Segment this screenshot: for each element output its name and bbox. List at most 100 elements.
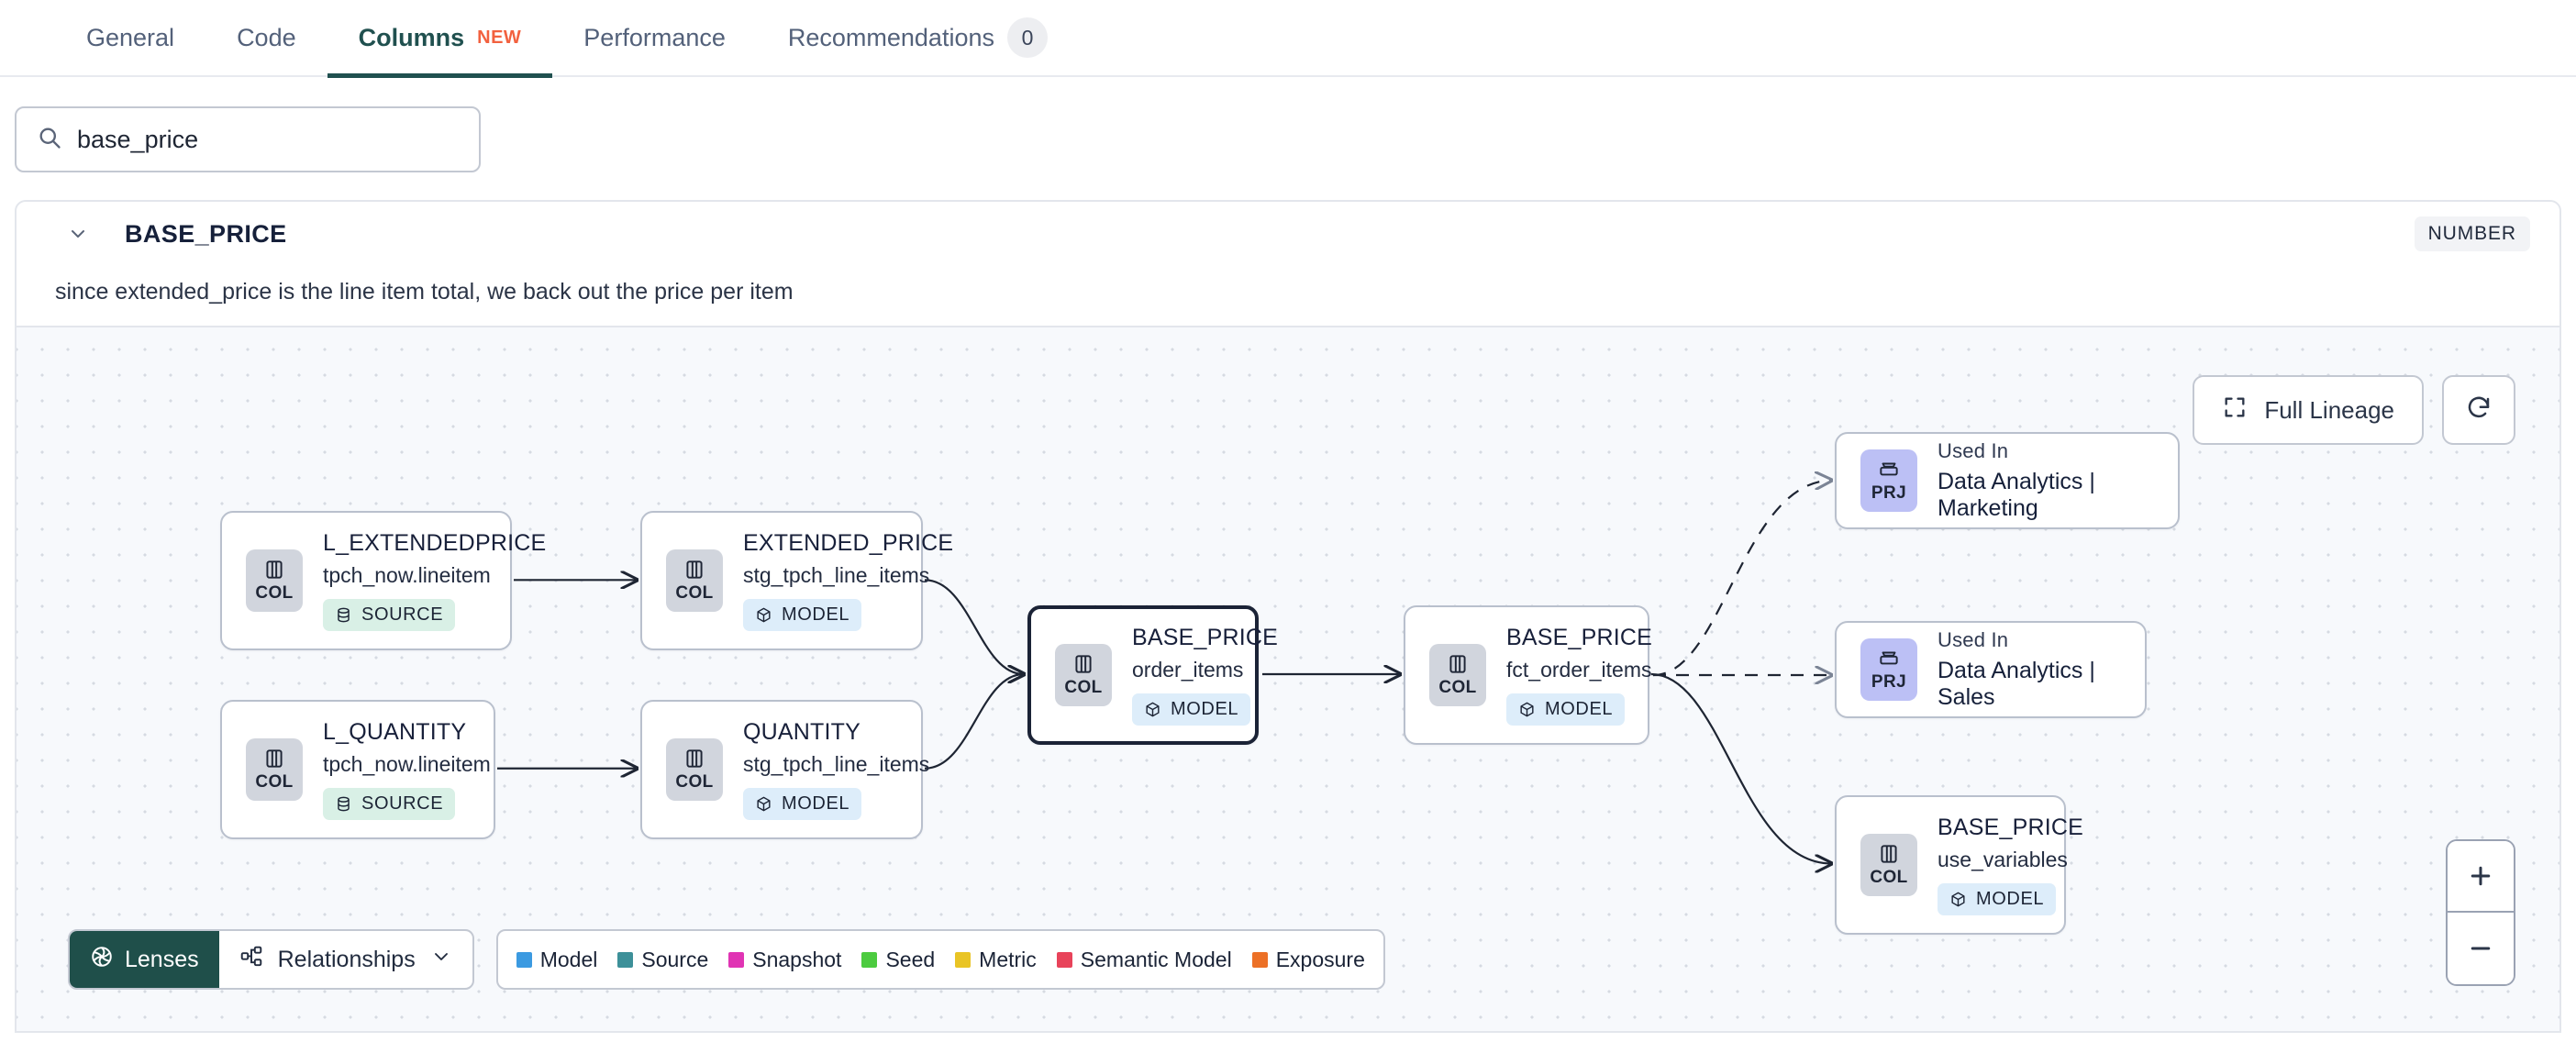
badge-label: COL xyxy=(675,583,714,603)
node-tag-label: SOURCE xyxy=(361,793,444,814)
legend-label: Seed xyxy=(885,947,936,971)
legend-label: Snapshot xyxy=(752,947,842,971)
aperture-icon xyxy=(90,945,114,975)
lineage-node[interactable]: COL QUANTITY stg_tpch_line_items MODEL xyxy=(640,700,929,839)
prj-badge: PRJ xyxy=(1860,638,1917,701)
prj-badge: PRJ xyxy=(1860,449,1917,512)
column-description: since extended_price is the line item to… xyxy=(55,279,794,305)
full-lineage-button[interactable]: Full Lineage xyxy=(2193,375,2424,445)
node-tag-label: MODEL xyxy=(782,604,850,625)
col-badge: COL xyxy=(1055,644,1112,706)
lineage-node-project[interactable]: PRJ Used In Data Analytics | Marketing xyxy=(1835,432,2180,529)
legend-swatch xyxy=(516,951,532,968)
node-subtitle: tpch_now.lineitem xyxy=(323,563,491,587)
node-subtitle: order_items xyxy=(1132,658,1244,682)
legend-item: Model xyxy=(516,948,597,972)
legend-swatch xyxy=(728,951,745,968)
legend-label: Exposure xyxy=(1275,947,1365,971)
node-tag: MODEL xyxy=(1938,883,2057,915)
lineage-node-project[interactable]: PRJ Used In Data Analytics | Sales xyxy=(1835,621,2147,718)
chevron-down-icon[interactable] xyxy=(62,223,94,245)
column-header[interactable]: BASE_PRICE NUMBER xyxy=(17,202,2559,266)
chevron-down-icon xyxy=(430,946,452,974)
badge-label: COL xyxy=(255,583,294,603)
badge-label: PRJ xyxy=(1871,483,1907,503)
badge-label: COL xyxy=(1064,678,1103,697)
node-subtitle: Data Analytics | Marketing xyxy=(1938,469,2095,521)
badge-label: PRJ xyxy=(1871,672,1907,692)
zoom-in-button[interactable] xyxy=(2448,841,2514,913)
col-badge: COL xyxy=(666,738,723,801)
node-tag-label: MODEL xyxy=(1545,699,1614,719)
cube-icon xyxy=(1520,702,1534,717)
lineage-node[interactable]: COL L_QUANTITY tpch_now.lineitem SOURCE xyxy=(220,700,495,839)
zoom-controls xyxy=(2446,839,2515,986)
tab-label: Performance xyxy=(583,23,726,51)
database-icon xyxy=(338,796,350,812)
relationships-label: Relationships xyxy=(277,946,416,972)
tab-label: General xyxy=(86,23,175,51)
lineage-node[interactable]: COL L_EXTENDEDPRICE tpch_now.lineitem SO… xyxy=(220,511,546,650)
legend-swatch xyxy=(955,951,972,968)
badge-label: COL xyxy=(1438,678,1477,697)
node-subtitle: tpch_now.lineitem xyxy=(323,752,491,776)
node-tag-label: MODEL xyxy=(1171,699,1239,719)
col-badge: COL xyxy=(246,738,303,801)
column-card: BASE_PRICE NUMBER since extended_price i… xyxy=(15,200,2561,1033)
zoom-out-button[interactable] xyxy=(2448,913,2514,984)
node-tag: MODEL xyxy=(1132,693,1251,726)
node-tag-label: SOURCE xyxy=(361,604,444,625)
refresh-button[interactable] xyxy=(2442,375,2515,445)
tab-bar: General Code Columns NEW Performance Rec… xyxy=(0,0,2576,78)
legend-item: Exposure xyxy=(1251,947,1365,972)
node-title: QUANTITY xyxy=(743,719,861,745)
legend-label: Source xyxy=(641,947,709,971)
node-subtitle: stg_tpch_line_items xyxy=(743,563,930,587)
node-title: Used In xyxy=(1938,628,2009,651)
col-badge: COL xyxy=(1860,834,1917,896)
legend-item: Metric xyxy=(955,948,1037,972)
lenses-button[interactable]: Lenses xyxy=(70,931,219,988)
tab-columns[interactable]: Columns NEW xyxy=(327,0,553,78)
node-subtitle: use_variables xyxy=(1938,848,2068,871)
refresh-icon xyxy=(2465,394,2493,427)
lineage-node[interactable]: COL EXTENDED_PRICE stg_tpch_line_items M… xyxy=(640,511,953,650)
database-icon xyxy=(338,607,350,623)
legend-label: Metric xyxy=(979,947,1037,971)
cube-icon xyxy=(757,607,771,623)
node-tag-label: MODEL xyxy=(782,793,850,814)
lineage-node[interactable]: COL BASE_PRICE fct_order_items MODEL xyxy=(1404,605,1652,745)
search-input[interactable]: base_price xyxy=(15,106,481,172)
lenses-group: Lenses Relationships xyxy=(68,929,474,990)
tab-code[interactable]: Code xyxy=(205,0,328,76)
legend-swatch xyxy=(617,951,634,968)
lineage-node-selected[interactable]: COL BASE_PRICE order_items MODEL xyxy=(1027,605,1278,745)
tab-label: Columns xyxy=(358,23,465,51)
node-subtitle: fct_order_items xyxy=(1506,658,1652,682)
node-tag: SOURCE xyxy=(323,788,456,820)
node-title: EXTENDED_PRICE xyxy=(743,530,954,556)
node-subtitle: Data Analytics | Sales xyxy=(1938,658,2095,710)
legend-item: Semantic Model xyxy=(1056,948,1232,972)
lenses-label: Lenses xyxy=(125,946,199,972)
node-tag-label: MODEL xyxy=(1976,889,2045,909)
lineage-canvas[interactable]: COL L_EXTENDEDPRICE tpch_now.lineitem SO… xyxy=(17,326,2559,1033)
node-tag: MODEL xyxy=(1506,693,1626,726)
cube-icon xyxy=(757,796,771,812)
search-icon xyxy=(37,125,62,155)
tab-performance[interactable]: Performance xyxy=(552,0,757,76)
lineage-node[interactable]: COL BASE_PRICE use_variables MODEL xyxy=(1835,795,2083,935)
node-tag: MODEL xyxy=(743,788,862,820)
badge-label: COL xyxy=(1870,868,1908,887)
lineage-edges xyxy=(497,327,2559,1033)
legend-swatch xyxy=(861,951,878,968)
col-badge: COL xyxy=(246,549,303,612)
tab-recommendations[interactable]: Recommendations 0 xyxy=(757,0,1079,76)
tab-general[interactable]: General xyxy=(55,0,205,76)
node-title: Used In xyxy=(1938,439,2009,462)
legend: Model Source Snapshot Seed Metric Semant… xyxy=(495,929,1385,990)
relationships-dropdown[interactable]: Relationships xyxy=(219,931,472,988)
cube-icon xyxy=(1146,702,1160,717)
search-value: base_price xyxy=(77,125,199,153)
project-icon xyxy=(1880,651,1898,665)
